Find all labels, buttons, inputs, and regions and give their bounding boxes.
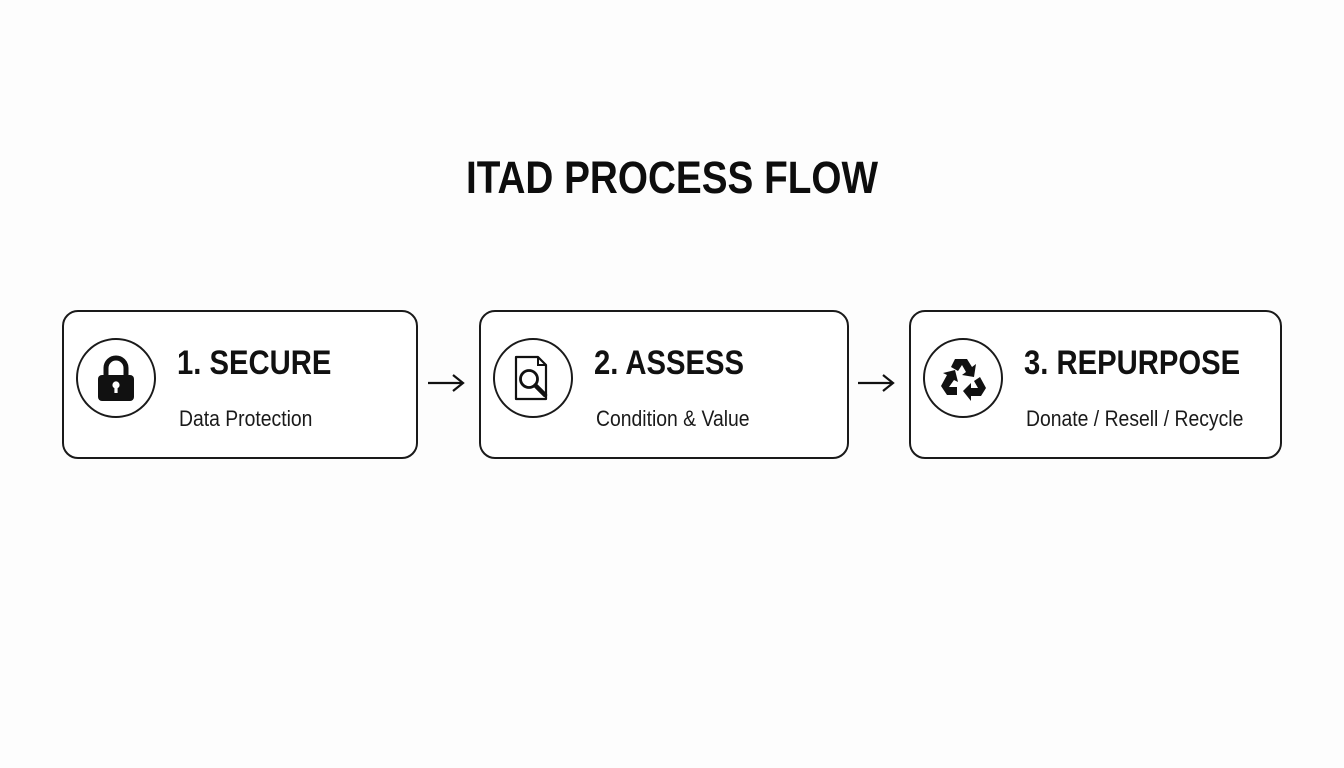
step-subtitle: Condition & Value xyxy=(596,406,750,431)
step-subtitle: Data Protection xyxy=(179,406,313,431)
step-icon-circle xyxy=(76,338,156,418)
document-magnifier-icon xyxy=(514,355,548,401)
step-title: 3. REPURPOSE xyxy=(1024,344,1241,382)
arrow-right-icon xyxy=(858,374,895,392)
step-icon-circle xyxy=(493,338,573,418)
step-subtitle: Donate / Resell / Recycle xyxy=(1026,406,1244,431)
step-title: 1. SECURE xyxy=(177,344,332,382)
step-secure: 1. SECURE Data Protection xyxy=(62,310,418,459)
lock-icon xyxy=(98,355,134,401)
arrow-right-icon xyxy=(428,374,465,392)
diagram-title: ITAD PROCESS FLOW xyxy=(465,152,879,203)
step-assess: 2. ASSESS Condition & Value xyxy=(479,310,849,459)
step-title: 2. ASSESS xyxy=(594,344,745,382)
step-repurpose: 3. REPURPOSE Donate / Resell / Recycle xyxy=(909,310,1282,459)
recycle-icon xyxy=(941,359,986,401)
step-icon-circle xyxy=(923,338,1003,418)
